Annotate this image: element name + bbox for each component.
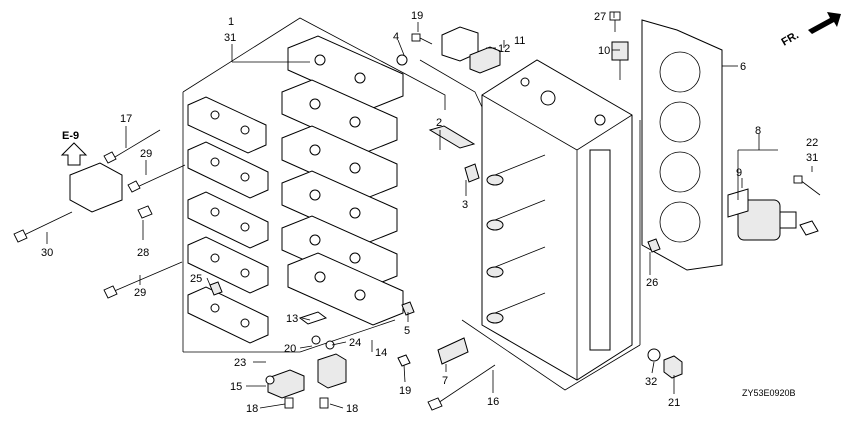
callout-29a: 29: [140, 148, 152, 160]
callout-20: 20: [284, 343, 296, 355]
callout-1: 1: [228, 16, 234, 28]
assembly-outline-left: [182, 17, 446, 353]
callout-11: 11: [514, 35, 525, 47]
callout-28: 28: [137, 247, 149, 259]
leader-lines: [46, 12, 813, 409]
callout-13: 13: [286, 313, 298, 325]
callout-31b: 31: [806, 152, 818, 164]
callout-18a: 18: [246, 403, 258, 415]
fr-direction-arrow: FR.: [780, 12, 841, 49]
callout-22: 22: [806, 137, 818, 149]
callout-19: 19: [411, 10, 423, 22]
callout-4: 4: [393, 31, 399, 43]
callout-23: 23: [234, 357, 246, 369]
callout-17: 17: [120, 113, 132, 125]
callout-labels: 1 31 19 4 27 10 6 11 12 17 29 2 3 8 9 22…: [41, 10, 818, 415]
fr-label: FR.: [780, 29, 801, 48]
top-small-parts: [396, 11, 629, 80]
rocker-arm-assembly: [187, 96, 269, 344]
callout-26: 26: [646, 277, 658, 289]
callout-3: 3: [462, 199, 468, 211]
arrow-icon: [808, 12, 841, 34]
left-bolts: [13, 129, 186, 299]
camshaft-holders: [281, 35, 404, 326]
spool-valve: [727, 175, 821, 241]
diagram-code: ZY53E0920B: [742, 388, 796, 398]
callout-9: 9: [736, 167, 742, 179]
callout-5: 5: [404, 325, 410, 337]
callout-8: 8: [755, 125, 761, 137]
callout-10: 10: [598, 45, 610, 57]
callout-32: 32: [645, 376, 657, 388]
e9-label: E-9: [62, 130, 79, 142]
head-gasket: [641, 19, 723, 271]
e9-reference: E-9: [60, 130, 88, 166]
callout-30: 30: [41, 247, 53, 259]
cylinder-head: [481, 59, 633, 381]
callout-6: 6: [740, 61, 746, 73]
callout-15: 15: [230, 381, 242, 393]
callout-29b: 29: [134, 287, 146, 299]
callout-31: 31: [224, 32, 236, 44]
callout-7: 7: [442, 375, 448, 387]
callout-27: 27: [594, 11, 606, 23]
bottom-small-parts: [209, 125, 683, 411]
callout-2: 2: [436, 117, 442, 129]
callout-14: 14: [375, 347, 387, 359]
callout-18b: 18: [346, 403, 358, 415]
callout-16: 16: [487, 396, 499, 408]
callout-24: 24: [349, 337, 361, 349]
callout-12: 12: [498, 43, 510, 55]
callout-19b: 19: [399, 385, 411, 397]
callout-21: 21: [668, 397, 680, 409]
callout-25: 25: [190, 273, 202, 285]
